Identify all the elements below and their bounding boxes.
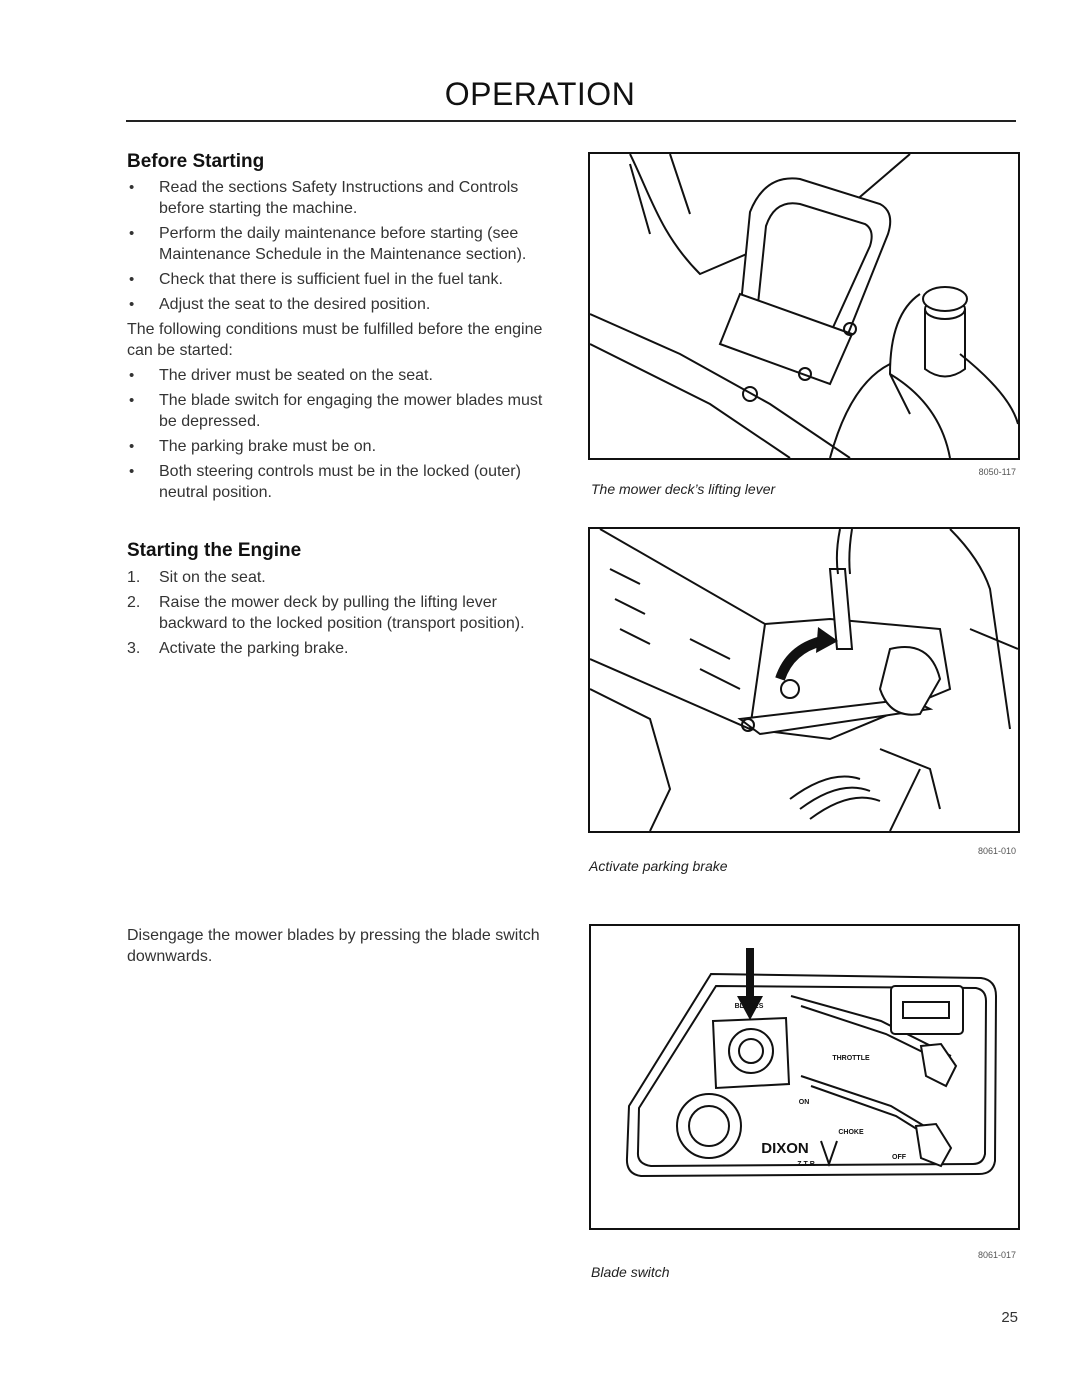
step-number: 2. bbox=[127, 594, 141, 611]
brand-logo: DIXON bbox=[761, 1140, 809, 1157]
list-item: Perform the daily maintenance before sta… bbox=[127, 223, 552, 265]
step-number: 1. bbox=[127, 569, 141, 586]
figure-code: 8061-017 bbox=[977, 1250, 1016, 1260]
control-panel-illustration: BLADES THROTTLE ON CHOKE OFF DIXON ZTR bbox=[625, 948, 998, 1178]
header-divider bbox=[126, 120, 1016, 122]
list-item: 1. Sit on the seat. bbox=[127, 567, 552, 588]
panel-label-throttle: THROTTLE bbox=[832, 1055, 870, 1062]
disengage-paragraph: Disengage the mower blades by pressing t… bbox=[127, 927, 540, 965]
precheck-list: Read the sections Safety Instructions an… bbox=[127, 177, 552, 315]
figure-code: 8050-117 bbox=[978, 467, 1016, 477]
section-heading-starting-engine: Starting the Engine bbox=[127, 540, 302, 561]
list-item: Adjust the seat to the desired position. bbox=[127, 294, 552, 315]
panel-label-off: OFF bbox=[892, 1154, 907, 1161]
steps-list: 1. Sit on the seat. 2. Raise the mower dec… bbox=[127, 567, 552, 659]
figure-caption: Activate parking brake bbox=[589, 858, 728, 874]
list-item: Both steering controls must be in the lo… bbox=[127, 461, 552, 503]
figure-caption: Blade switch bbox=[591, 1264, 670, 1280]
lifting-lever-illustration bbox=[590, 154, 1018, 458]
step-number: 3. bbox=[127, 640, 141, 657]
parking-brake-illustration bbox=[590, 529, 1018, 831]
figure-blade-switch: BLADES THROTTLE ON CHOKE OFF DIXON ZTR bbox=[589, 924, 1020, 1230]
page-number: 25 bbox=[1001, 1309, 1018, 1326]
figure-lifting-lever bbox=[588, 152, 1020, 460]
page-header-title: OPERATION bbox=[444, 76, 636, 112]
step-text: Raise the mower deck by pulling the lift… bbox=[159, 594, 525, 632]
step-text: Sit on the seat. bbox=[159, 569, 266, 586]
conditions-paragraph: The following conditions must be fulfill… bbox=[127, 321, 543, 359]
brand-logo-sub: ZTR bbox=[797, 1161, 817, 1168]
list-item: The blade switch for engaging the mower … bbox=[127, 390, 552, 432]
list-item: The driver must be seated on the seat. bbox=[127, 365, 552, 386]
panel-label-blades: BLADES bbox=[735, 1003, 764, 1010]
section-heading-before-starting: Before Starting bbox=[127, 151, 265, 172]
panel-label-on: ON bbox=[799, 1099, 810, 1106]
list-item: Read the sections Safety Instructions an… bbox=[127, 177, 552, 219]
list-item: Check that there is sufficient fuel in t… bbox=[127, 269, 552, 290]
panel-label-choke: CHOKE bbox=[838, 1129, 864, 1136]
starting-engine-section: Starting the Engine 1. Sit on the seat. 2… bbox=[127, 540, 552, 663]
figure-code: 8061-010 bbox=[977, 846, 1016, 856]
list-item: 2. Raise the mower deck by pulling the li… bbox=[127, 592, 552, 634]
before-starting-section: Before Starting Read the sections Safety… bbox=[127, 151, 552, 507]
conditions-list: The driver must be seated on the seat. T… bbox=[127, 365, 552, 503]
figure-parking-brake bbox=[588, 527, 1020, 833]
step-text: Activate the parking brake. bbox=[159, 640, 349, 657]
list-item: 3. Activate the parking brake. bbox=[127, 638, 552, 659]
list-item: The parking brake must be on. bbox=[127, 436, 552, 457]
figure-caption: The mower deck’s lifting lever bbox=[591, 481, 776, 497]
